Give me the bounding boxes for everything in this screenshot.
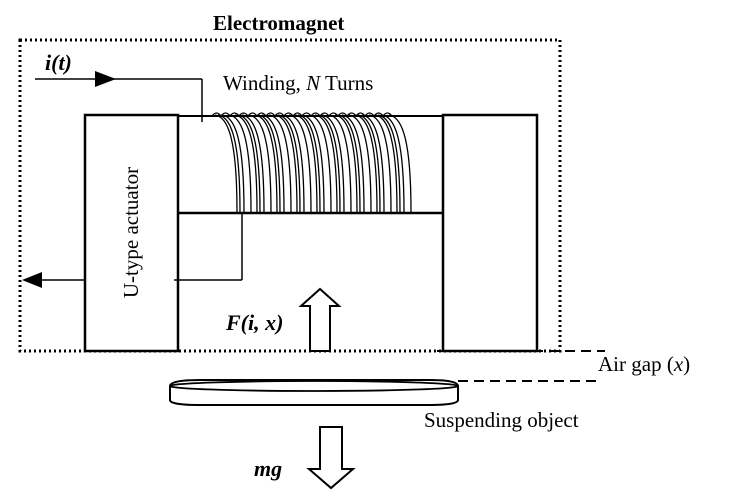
coil-turn: [277, 114, 301, 213]
coil-turn: [221, 114, 245, 213]
coil-turn: [314, 114, 338, 213]
diagram-title: Electromagnet: [213, 11, 345, 35]
air-gap-label: Air gap (x): [598, 354, 690, 375]
coil-turn: [257, 114, 281, 213]
coil-turn: [334, 114, 358, 213]
current-arrow-icon: [95, 71, 116, 87]
coil-turn: [388, 114, 412, 213]
coil-turn: [374, 114, 398, 213]
coil-turn: [337, 114, 361, 213]
object-label: Suspending object: [424, 408, 579, 432]
coil-turn: [254, 114, 278, 213]
force-label: F(i, x): [226, 310, 284, 335]
current-return-wire: [40, 213, 243, 281]
coil-turn: [317, 114, 341, 213]
coil-turn: [354, 114, 378, 213]
coil-turn: [321, 114, 345, 213]
coil-turn: [357, 114, 381, 213]
coil-turn: [237, 114, 261, 213]
air-gap-label-suffix: ): [683, 352, 691, 376]
coil-turn: [261, 114, 285, 213]
electromagnet-boundary: [18, 38, 562, 353]
coil-turn: [234, 114, 258, 213]
coil-turn: [341, 114, 365, 213]
coil-turn: [297, 114, 321, 213]
coil-turn: [377, 114, 401, 213]
suspending-object-plate: [169, 379, 459, 406]
winding-label-var: N: [306, 71, 321, 95]
coil-turn: [268, 114, 292, 213]
actuator-left-leg: [83, 113, 180, 353]
coil-turn: [274, 114, 298, 213]
coil-turn: [214, 114, 238, 213]
coil-turn: [328, 114, 352, 213]
coil-turn: [308, 114, 332, 213]
coil-turn: [228, 114, 252, 213]
coil-turn: [348, 114, 372, 213]
coil-turn: [281, 114, 305, 213]
weight-label: mg: [254, 456, 283, 481]
air-gap-label-var: x: [673, 352, 684, 376]
coil-turn: [368, 114, 392, 213]
winding-coil: [211, 112, 412, 213]
return-arrow-icon: [22, 272, 42, 288]
coil-turn: [361, 114, 385, 213]
force-arrow-icon: [298, 287, 342, 352]
current-label: i(t): [45, 50, 72, 75]
coil-turn: [217, 114, 241, 213]
actuator-label: U-type actuator: [119, 166, 143, 299]
actuator-right-leg: [441, 113, 539, 353]
coil-turn: [381, 114, 405, 213]
coil-turn: [248, 114, 272, 213]
coil-turn: [241, 114, 265, 213]
weight-arrow-icon: [306, 426, 356, 490]
winding-label-suffix: Turns: [320, 71, 374, 95]
coil-turn: [301, 114, 325, 213]
current-input-wire: [35, 78, 203, 122]
winding-label-prefix: Winding,: [223, 71, 307, 95]
air-gap-label-prefix: Air gap (: [598, 352, 674, 376]
coil-turn: [288, 114, 312, 213]
coil-turn: [294, 114, 318, 213]
winding-label: Winding, N Turns: [223, 73, 373, 94]
